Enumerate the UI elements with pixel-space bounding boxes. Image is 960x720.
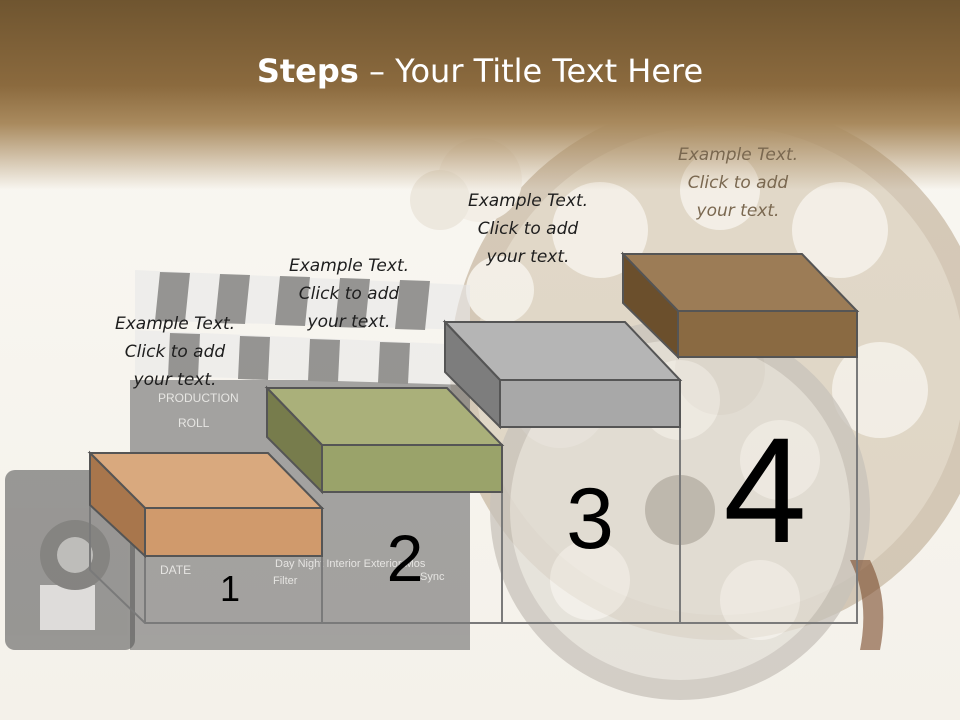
step-3-caption-line-2: Click to add	[477, 219, 579, 239]
step-4-block[interactable]	[620, 251, 860, 360]
step-1-caption-line-2: Click to add	[124, 342, 226, 362]
step-1-caption-line-1: Example Text.	[114, 314, 236, 334]
step-4-caption-line-1: Example Text.	[677, 145, 799, 165]
slide-title[interactable]: Steps – Your Title Text Here	[0, 52, 960, 90]
step-1-caption-line-3: your text.	[133, 370, 217, 390]
title-bold: Steps	[256, 52, 359, 90]
step-4-caption-line-2: Click to add	[687, 173, 789, 193]
step-2-caption-line-2: Click to add	[298, 284, 400, 304]
step-1-caption[interactable]: Example Text. Click to add your text.	[85, 310, 265, 394]
clapboard-date-label: DATE	[160, 563, 191, 577]
film-strip-image	[850, 560, 884, 650]
step-1-number: 1	[219, 568, 241, 609]
step-4-caption-line-3: your text.	[696, 201, 780, 221]
step-3-caption-line-3: your text.	[486, 247, 570, 267]
step-3-caption[interactable]: Example Text. Click to add your text.	[438, 187, 618, 271]
step-2-caption-line-1: Example Text.	[288, 256, 410, 276]
step-2-block[interactable]	[264, 385, 505, 495]
header-band	[0, 0, 960, 190]
step-3-number: 3	[566, 471, 614, 567]
step-3-caption-line-1: Example Text.	[467, 191, 589, 211]
step-2-number: 2	[386, 521, 424, 595]
clapboard-roll-label: ROLL	[178, 416, 210, 430]
clapboard-production-label: PRODUCTION	[158, 391, 239, 405]
clapboard-sync-label: Sync	[420, 571, 445, 583]
step-4-number: 4	[723, 406, 807, 574]
clapboard-options-label: Day Night Interior Exterior Mos	[275, 558, 426, 570]
step-3-block[interactable]	[442, 319, 683, 430]
step-2-caption-line-3: your text.	[307, 312, 391, 332]
clapboard-filter-label: Filter	[273, 575, 298, 587]
title-rest: – Your Title Text Here	[358, 52, 704, 90]
step-2-caption[interactable]: Example Text. Click to add your text.	[259, 252, 439, 336]
step-4-caption[interactable]: Example Text. Click to add your text.	[648, 141, 828, 225]
step-1-block[interactable]	[87, 450, 325, 559]
